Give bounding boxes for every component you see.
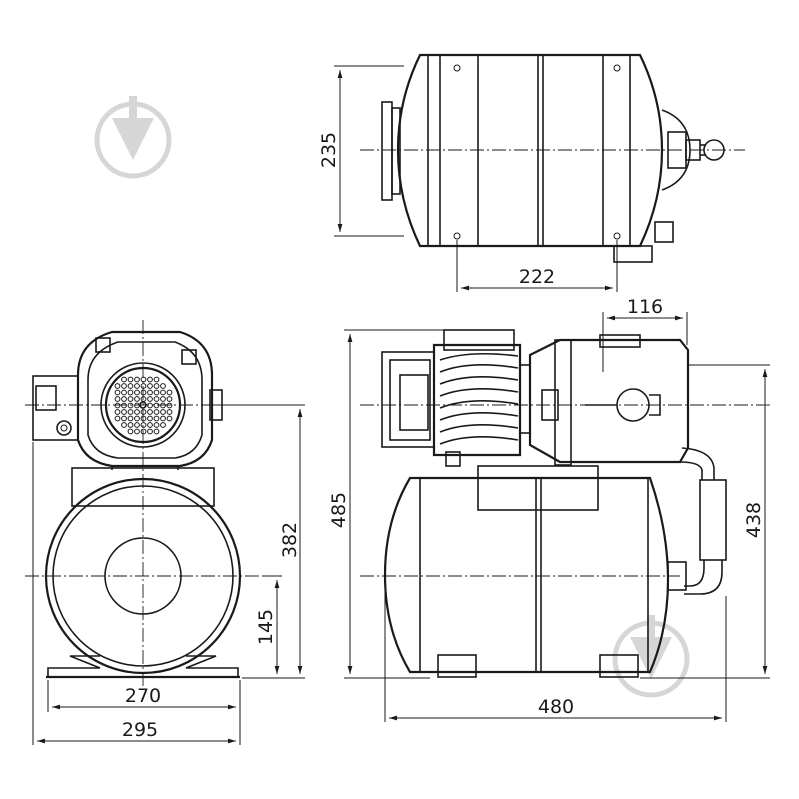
grille-hole — [147, 428, 153, 435]
grille-hole — [114, 396, 121, 402]
grille-hole — [134, 428, 140, 435]
dim-flange-width: 116 — [627, 296, 663, 318]
grille-hole — [140, 428, 147, 435]
grille-hole — [153, 383, 160, 389]
grille-hole — [153, 402, 160, 409]
grille-hole — [121, 389, 127, 396]
grille-hole — [166, 402, 173, 409]
grille-hole — [127, 376, 134, 383]
grille-hole — [121, 396, 127, 402]
dim-outlet-height: 438 — [743, 502, 765, 538]
grille-hole — [140, 376, 147, 383]
grille-hole — [160, 422, 166, 428]
grille-hole — [153, 415, 160, 422]
grille-hole — [140, 396, 147, 402]
dim-total-height: 485 — [328, 492, 350, 528]
grille-hole — [121, 376, 127, 383]
dim-axis-height: 145 — [255, 609, 277, 645]
grille-hole — [127, 383, 134, 389]
grille-hole — [160, 389, 166, 396]
grille-hole — [140, 383, 147, 389]
grille-hole — [160, 415, 166, 422]
grille-hole — [140, 422, 147, 428]
grille-hole — [153, 422, 160, 428]
watermark-logo-icon — [612, 615, 690, 698]
grille-hole — [147, 402, 153, 409]
grille-hole — [140, 389, 147, 396]
grille-hole — [147, 396, 153, 402]
grille-hole — [153, 396, 160, 402]
grille-hole — [140, 409, 147, 415]
grille-hole — [147, 376, 153, 383]
watermark-logo-icon — [94, 96, 172, 179]
dim-total-length: 480 — [538, 696, 574, 718]
grille-hole — [127, 422, 134, 428]
grille-hole — [114, 389, 121, 396]
grille-hole — [166, 389, 173, 396]
cooling-fins — [439, 352, 519, 445]
grille-hole — [134, 389, 140, 396]
grille-hole — [134, 396, 140, 402]
grille-hole — [160, 409, 166, 415]
grille-hole — [147, 422, 153, 428]
grille-hole — [114, 402, 121, 409]
grille-hole — [134, 415, 140, 422]
grille-hole — [160, 402, 166, 409]
grille-hole — [121, 422, 127, 428]
grille-hole — [160, 383, 166, 389]
grille-hole — [114, 415, 121, 422]
grille-hole — [127, 415, 134, 422]
grille-hole — [166, 396, 173, 402]
top-view: 235 222 — [318, 53, 745, 292]
grille-hole — [121, 402, 127, 409]
front-view: 485 438 116 480 — [328, 296, 770, 722]
grille-hole — [121, 383, 127, 389]
grille-hole — [153, 409, 160, 415]
grille-hole — [114, 409, 121, 415]
grille-hole — [127, 389, 134, 396]
grille-hole — [147, 415, 153, 422]
grille-hole — [153, 428, 160, 435]
fan-grille — [114, 376, 173, 435]
grille-hole — [153, 376, 160, 383]
grille-hole — [134, 402, 140, 409]
dim-base-inner: 270 — [125, 685, 161, 707]
grille-hole — [134, 376, 140, 383]
grille-hole — [147, 409, 153, 415]
grille-hole — [121, 409, 127, 415]
grille-hole — [134, 409, 140, 415]
grille-hole — [147, 383, 153, 389]
grille-hole — [134, 383, 140, 389]
grille-hole — [153, 389, 160, 396]
grille-hole — [127, 409, 134, 415]
dim-top-height: 235 — [318, 132, 340, 168]
grille-hole — [160, 396, 166, 402]
grille-hole — [127, 428, 134, 435]
grille-hole — [121, 415, 127, 422]
grille-hole — [147, 389, 153, 396]
dim-top-width: 222 — [519, 266, 555, 288]
dim-side-height: 382 — [279, 522, 301, 558]
grille-hole — [127, 396, 134, 402]
grille-hole — [114, 383, 121, 389]
grille-hole — [166, 409, 173, 415]
grille-hole — [127, 402, 134, 409]
dim-base-outer: 295 — [122, 719, 158, 741]
grille-hole — [140, 415, 147, 422]
grille-hole — [166, 415, 173, 422]
side-view: 382 145 270 295 — [25, 320, 305, 745]
grille-hole — [134, 422, 140, 428]
